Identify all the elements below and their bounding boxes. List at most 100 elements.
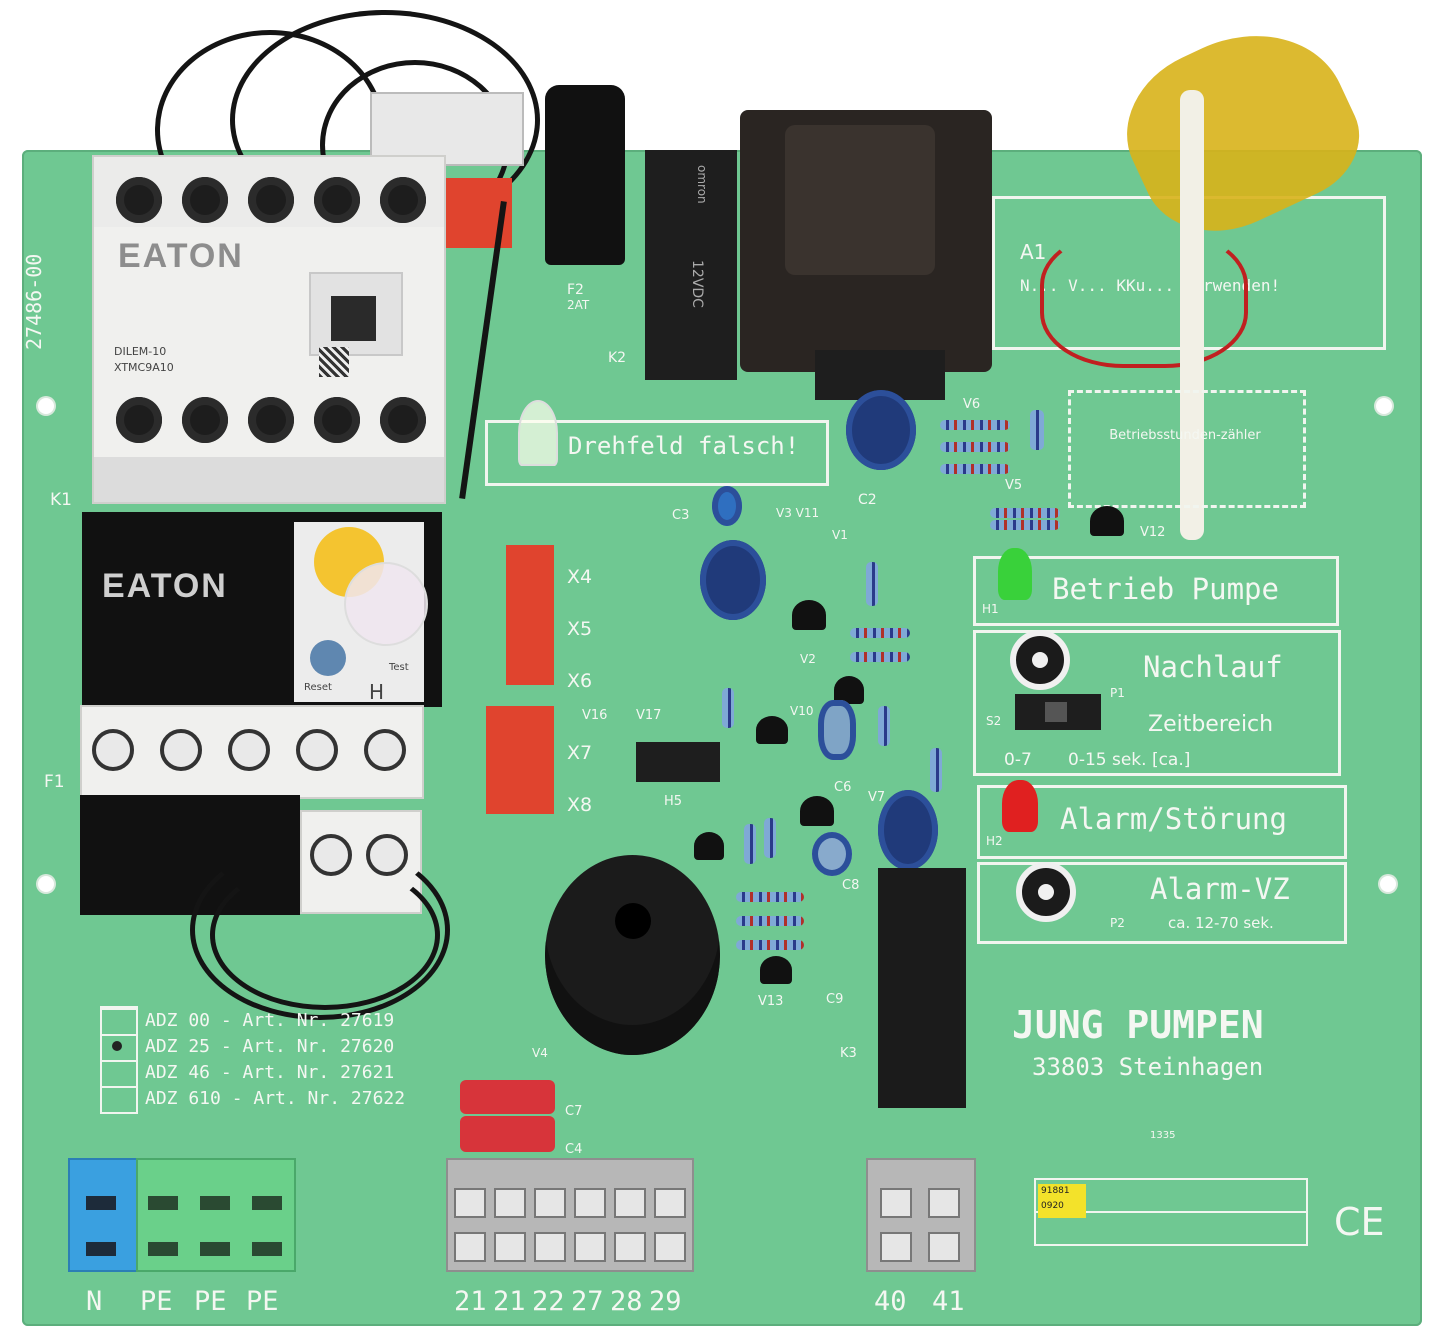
capacitor-c8 [812, 832, 852, 876]
betrieb-label: Betrieb Pumpe [1052, 572, 1279, 606]
resistor [990, 508, 1060, 518]
terminal-label: 22 [532, 1286, 565, 1317]
drehfeld-frame [485, 420, 829, 486]
label-k2: K2 [608, 350, 627, 366]
label-c2: C2 [858, 492, 877, 508]
resistor [736, 940, 804, 950]
resistor [736, 892, 804, 902]
wire-loop [230, 10, 540, 230]
resistor [878, 706, 890, 746]
label-v7: V7 [868, 790, 886, 805]
capacitor-c7 [460, 1080, 555, 1114]
resistor [1030, 410, 1044, 450]
switch-window [309, 272, 403, 356]
fuse-holder-f2[interactable] [545, 85, 625, 265]
screw-terminal[interactable] [182, 177, 228, 223]
overload-terminals [80, 705, 424, 799]
label-v6: V6 [963, 397, 981, 412]
screw-terminal[interactable] [380, 397, 426, 443]
transistor [800, 796, 834, 826]
alarm-vz-frame [977, 862, 1347, 944]
relay-voltage: 12VDC [689, 260, 705, 308]
resistor [744, 824, 756, 864]
small-code: 1335 [1150, 1130, 1176, 1141]
screw-terminal[interactable] [314, 177, 360, 223]
screw-terminal[interactable] [116, 397, 162, 443]
mounting-hole [38, 876, 54, 892]
relay-k3 [878, 868, 966, 1108]
screw-terminal[interactable] [228, 729, 270, 771]
transformer [740, 110, 992, 372]
overload-dial-panel: Reset Test H [294, 522, 428, 704]
diode-v6 [940, 420, 1010, 430]
label-x5: X5 [567, 618, 593, 640]
reset-cap[interactable] [344, 562, 428, 646]
alarm-vz-label: Alarm-VZ [1150, 872, 1290, 906]
terminal-block-alarm[interactable] [866, 1158, 976, 1272]
potentiometer-p2[interactable] [1016, 862, 1076, 922]
terminal-block-pe[interactable] [136, 1158, 296, 1272]
capacitor-c2 [846, 390, 916, 470]
resistor [930, 748, 942, 792]
company-address: 33803 Steinhagen [1032, 1053, 1264, 1081]
connector-x4-x6[interactable] [506, 545, 554, 685]
resistor [850, 652, 910, 662]
label-c7: C7 [565, 1104, 583, 1119]
label-f2: F2 [567, 282, 584, 298]
ce-mark: CE [1334, 1200, 1385, 1244]
transistor-v10 [756, 716, 788, 744]
transistor [694, 832, 724, 860]
buzzer [545, 855, 720, 1055]
label-f1: F1 [44, 772, 65, 792]
overload-brand: EATON [102, 567, 228, 605]
alarm-label: Alarm/Störung [1060, 802, 1287, 836]
screw-terminal[interactable] [364, 729, 406, 771]
label-c3: C3 [672, 508, 690, 523]
label-c4: C4 [565, 1142, 583, 1157]
fuse-rating: 2AT [567, 298, 590, 312]
variant-check-mark [112, 1041, 122, 1051]
screw-terminal[interactable] [116, 177, 162, 223]
screw-terminal[interactable] [160, 729, 202, 771]
transistor-v13 [760, 956, 792, 984]
screw-terminal[interactable] [314, 397, 360, 443]
terminal-block-n[interactable] [68, 1158, 140, 1272]
variant-row: ADZ 00 - Art. Nr. 27619 [145, 1010, 395, 1031]
capacitor-c1 [700, 540, 766, 620]
label-v12: V12 [1140, 525, 1166, 540]
screw-terminal[interactable] [380, 177, 426, 223]
resistor [736, 916, 804, 926]
terminal-label: 28 [610, 1286, 643, 1317]
mounting-hole [1376, 398, 1392, 414]
label-h1: H1 [982, 602, 999, 616]
capacitor-c6 [818, 700, 856, 760]
slide-switch-s2[interactable] [1015, 694, 1101, 730]
screw-terminal[interactable] [248, 397, 294, 443]
betriebsstunden-frame [1068, 390, 1306, 508]
label-c9: C9 [826, 992, 844, 1007]
label-v13: V13 [758, 994, 784, 1009]
potentiometer-p1[interactable] [1010, 630, 1070, 690]
variant-row: ADZ 25 - Art. Nr. 27620 [145, 1036, 395, 1057]
label-v3v11: V3 V11 [776, 506, 820, 520]
slide-switch-h5[interactable] [636, 742, 720, 782]
screw-terminal[interactable] [296, 729, 338, 771]
reset-button[interactable] [310, 640, 346, 676]
terminal-block-inputs[interactable] [446, 1158, 694, 1272]
betrieb-frame [973, 556, 1339, 626]
drehfeld-label: Drehfeld falsch! [568, 432, 800, 460]
qr-code [319, 347, 349, 377]
mounting-hole [38, 398, 54, 414]
resistor [850, 628, 910, 638]
zeitbereich-label: Zeitbereich [1148, 712, 1274, 737]
screw-terminal[interactable] [182, 397, 228, 443]
terminal-label: PE [140, 1286, 173, 1317]
overload-relay-f1: EATON Reset Test H [82, 512, 442, 707]
screw-terminal[interactable] [92, 729, 134, 771]
reset-label: Reset [304, 682, 332, 693]
screw-terminal[interactable] [248, 177, 294, 223]
variant-row: ADZ 46 - Art. Nr. 27621 [145, 1062, 395, 1083]
connector-x7-x8[interactable] [486, 706, 554, 814]
capacitor-c5 [878, 790, 938, 870]
capacitor-c4 [460, 1116, 555, 1152]
